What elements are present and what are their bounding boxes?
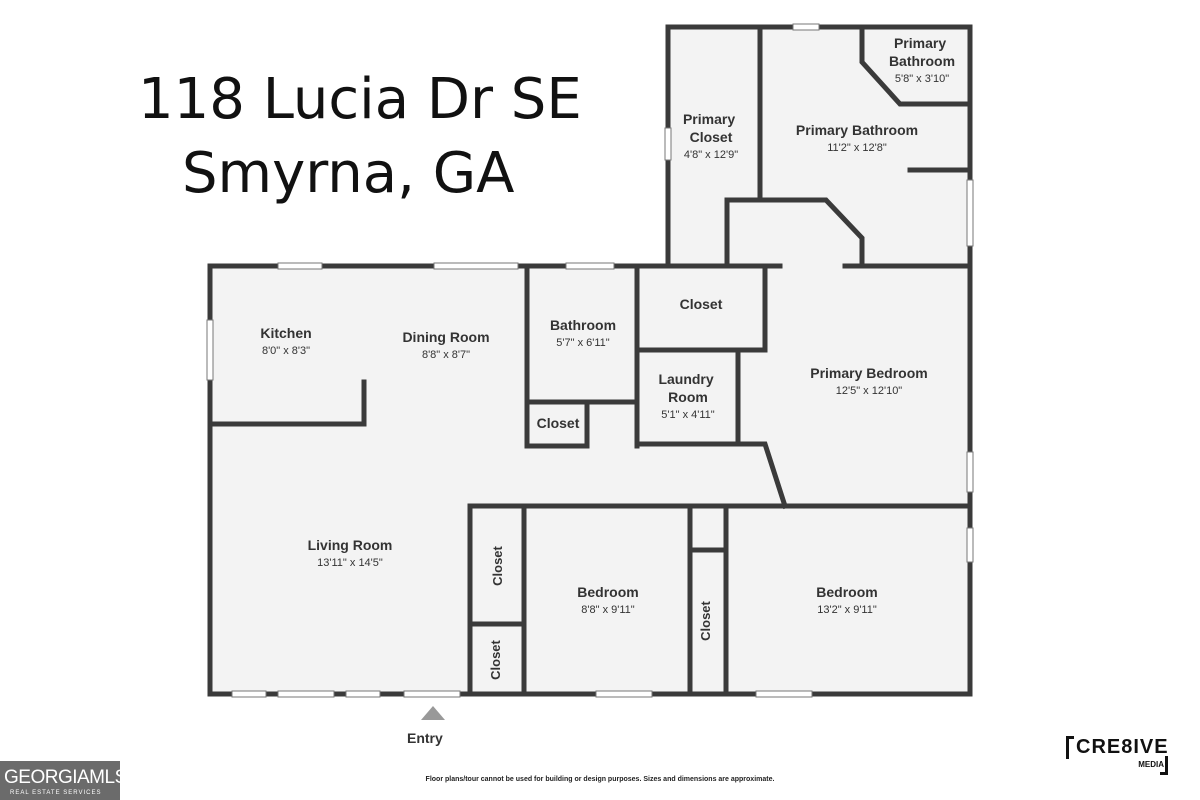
room-name-bed1-closet-top: Closet bbox=[490, 545, 505, 585]
room-dims-bathroom: 5'7" x 6'11" bbox=[556, 337, 609, 349]
entry-arrow-icon bbox=[421, 706, 445, 720]
address-line-2: Smyrna, GA bbox=[182, 141, 515, 206]
room-labels: Kitchen 8'0" x 8'3" Dining Room 8'8" x 8… bbox=[260, 35, 955, 680]
room-dims-primary-bedroom: 12'5" x 12'10" bbox=[836, 385, 903, 397]
room-name-primary-bathroom-small: Primary Bathroom bbox=[889, 35, 955, 69]
primary-closet-line-1: Primary bbox=[683, 111, 735, 127]
georgia-mls-name: GEORGIAMLS bbox=[4, 767, 127, 788]
room-name-bed2-closet: Closet bbox=[698, 600, 713, 640]
room-name-bath-closet: Closet bbox=[680, 296, 723, 312]
room-name-dining-room: Dining Room bbox=[402, 329, 489, 345]
room-dims-dining-room: 8'8" x 8'7" bbox=[422, 349, 470, 361]
cre8ive-sub: MEDIA bbox=[1138, 760, 1164, 769]
room-dims-bedroom-2: 13'2" x 9'11" bbox=[817, 604, 877, 616]
room-name-bathroom: Bathroom bbox=[550, 317, 616, 333]
cre8ive-name: CRE8IVE bbox=[1076, 736, 1169, 758]
georgia-mls-logo: GEORGIAMLS REAL ESTATE SERVICES bbox=[0, 761, 127, 800]
entry-label: Entry bbox=[407, 730, 443, 746]
room-name-bedroom-2: Bedroom bbox=[816, 584, 877, 600]
room-name-living-room: Living Room bbox=[308, 537, 393, 553]
logo-bracket-right-icon bbox=[1160, 756, 1168, 775]
logo-bracket-left-icon bbox=[1066, 736, 1074, 759]
floor-area bbox=[210, 27, 970, 694]
room-dims-primary-closet: 4'8" x 12'9" bbox=[684, 149, 738, 161]
primary-closet-line-2: Closet bbox=[690, 129, 733, 145]
room-dims-living-room: 13'11" x 14'5" bbox=[317, 557, 383, 569]
disclaimer-text: Floor plans/tour cannot be used for buil… bbox=[425, 776, 775, 783]
primary-bath-small-line-1: Primary bbox=[894, 35, 946, 51]
room-dims-kitchen: 8'0" x 8'3" bbox=[262, 345, 310, 357]
room-name-bed1-closet-bottom: Closet bbox=[488, 639, 503, 679]
laundry-line-1: Laundry bbox=[658, 371, 713, 387]
laundry-line-2: Room bbox=[668, 389, 708, 405]
room-dims-primary-bathroom: 11'2" x 12'8" bbox=[827, 142, 887, 154]
primary-bath-small-line-2: Bathroom bbox=[889, 53, 955, 69]
georgia-mls-sub: REAL ESTATE SERVICES bbox=[10, 790, 102, 796]
room-dims-primary-bathroom-small: 5'8" x 3'10" bbox=[895, 73, 949, 85]
room-name-laundry-room: Laundry Room bbox=[658, 371, 717, 405]
room-name-primary-bathroom: Primary Bathroom bbox=[796, 122, 918, 138]
windows bbox=[206, 23, 974, 698]
room-dims-bedroom-1: 8'8" x 9'11" bbox=[581, 604, 634, 616]
room-name-hall-closet: Closet bbox=[537, 415, 580, 431]
room-name-kitchen: Kitchen bbox=[260, 325, 311, 341]
walls bbox=[207, 24, 973, 697]
address-line-1: 118 Lucia Dr SE bbox=[138, 67, 582, 132]
cre8ive-media-logo: CRE8IVE MEDIA bbox=[1066, 736, 1169, 776]
room-name-bedroom-1: Bedroom bbox=[577, 584, 638, 600]
room-dims-laundry-room: 5'1" x 4'11" bbox=[661, 409, 714, 421]
room-name-primary-closet: Primary Closet bbox=[683, 111, 739, 145]
room-name-primary-bedroom: Primary Bedroom bbox=[810, 365, 927, 381]
